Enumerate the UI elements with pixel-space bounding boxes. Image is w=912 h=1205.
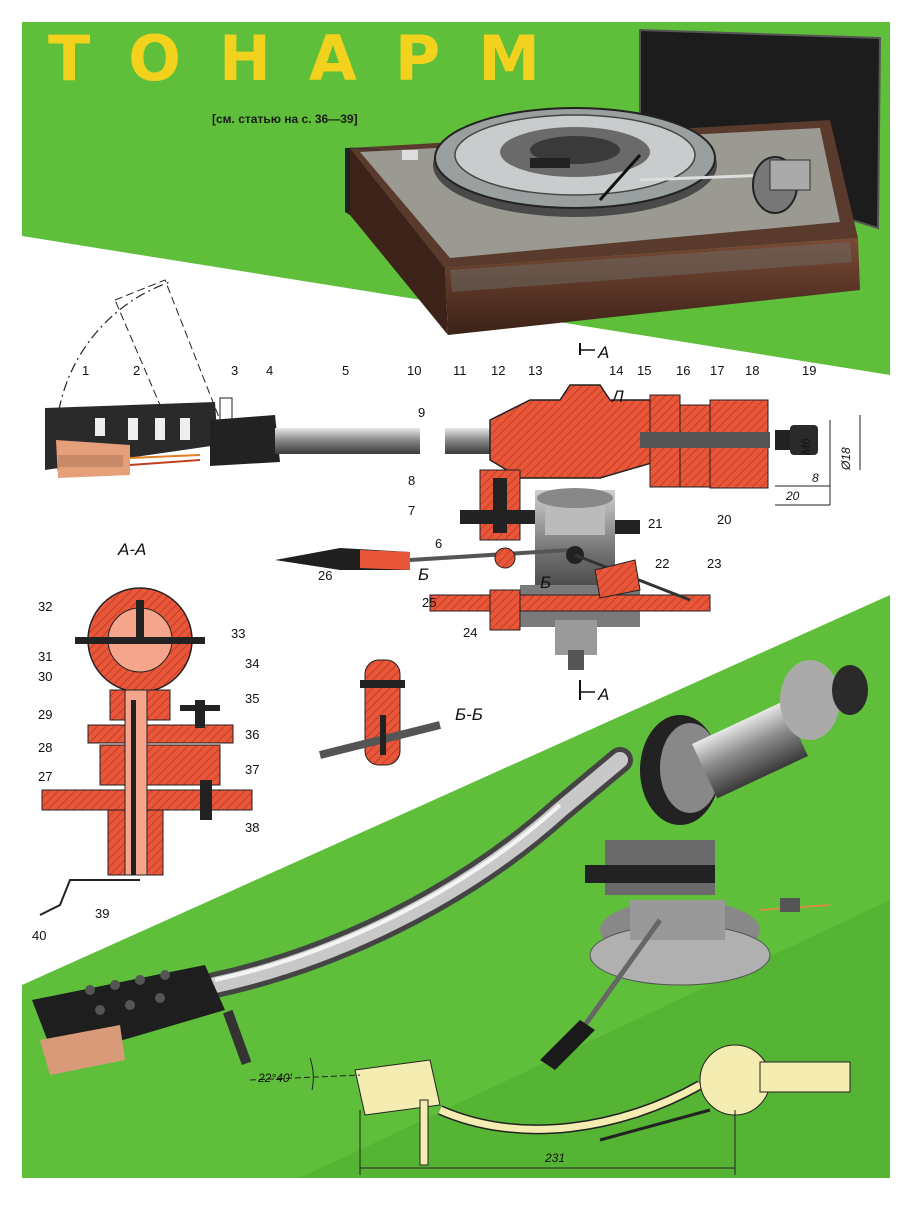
callout-15: 15 [637,363,651,378]
callout-10: 10 [407,363,421,378]
cut-b-label-left: Б [418,565,429,584]
callout-7: 7 [408,503,415,518]
dim-diameter: Ø18 [839,447,853,471]
cut-b-label-right: Б [540,573,551,592]
section-aa-drawing [39,587,253,916]
cut-a-label-top: А [597,343,609,362]
callout-24: 24 [463,625,477,640]
callout-40: 40 [32,928,46,943]
callout-33: 33 [231,626,245,641]
callout-28: 28 [38,740,52,755]
callout-37: 37 [245,762,259,777]
callout-14: 14 [609,363,623,378]
callout-30: 30 [38,669,52,684]
poster-title: ТОНАРМ [48,22,579,95]
article-reference: [см. статью на с. 36—39] [212,112,358,126]
dim-len20: 20 [785,489,800,503]
cut-a-label-bottom: А [597,685,609,704]
dim-len8: 8 [812,471,819,485]
callout-23: 23 [707,556,721,571]
section-aa-label: А-А [117,540,146,559]
callout-34: 34 [245,656,259,671]
section-bb-drawing [319,659,441,766]
callout-1: 1 [82,363,89,378]
callout-8: 8 [408,473,415,488]
callout-36: 36 [245,727,259,742]
tonearm-top-view [249,1044,851,1175]
callout-21: 21 [648,516,662,531]
dim-angle: 22°40' [257,1071,292,1085]
section-bb-label: Б-Б [455,705,483,724]
callout-22: 22 [655,556,669,571]
callout-31: 31 [38,649,52,664]
turntable-illustration [345,28,882,335]
callout-25: 25 [422,595,436,610]
callout-3: 3 [231,363,238,378]
callout-5: 5 [342,363,349,378]
callout-39: 39 [95,906,109,921]
tonearm-side-view [45,279,818,700]
callout-35: 35 [245,691,259,706]
callout-27: 27 [38,769,52,784]
letter-l-label: Л [611,387,624,406]
callout-13: 13 [528,363,542,378]
callout-26: 26 [318,568,332,583]
callout-19: 19 [802,363,816,378]
callout-12: 12 [491,363,505,378]
callout-2: 2 [133,363,140,378]
tonearm-3d-render [32,660,868,1075]
callout-18: 18 [745,363,759,378]
callout-29: 29 [38,707,52,722]
callout-16: 16 [676,363,690,378]
callout-6: 6 [435,536,442,551]
dim-thread: М6 [799,438,813,455]
dim-length: 231 [544,1151,565,1165]
callout-9: 9 [418,405,425,420]
callout-11: 11 [453,363,467,378]
callout-17: 17 [710,363,724,378]
callout-4: 4 [266,363,273,378]
callout-20: 20 [717,512,731,527]
callout-32: 32 [38,599,52,614]
callout-38: 38 [245,820,259,835]
